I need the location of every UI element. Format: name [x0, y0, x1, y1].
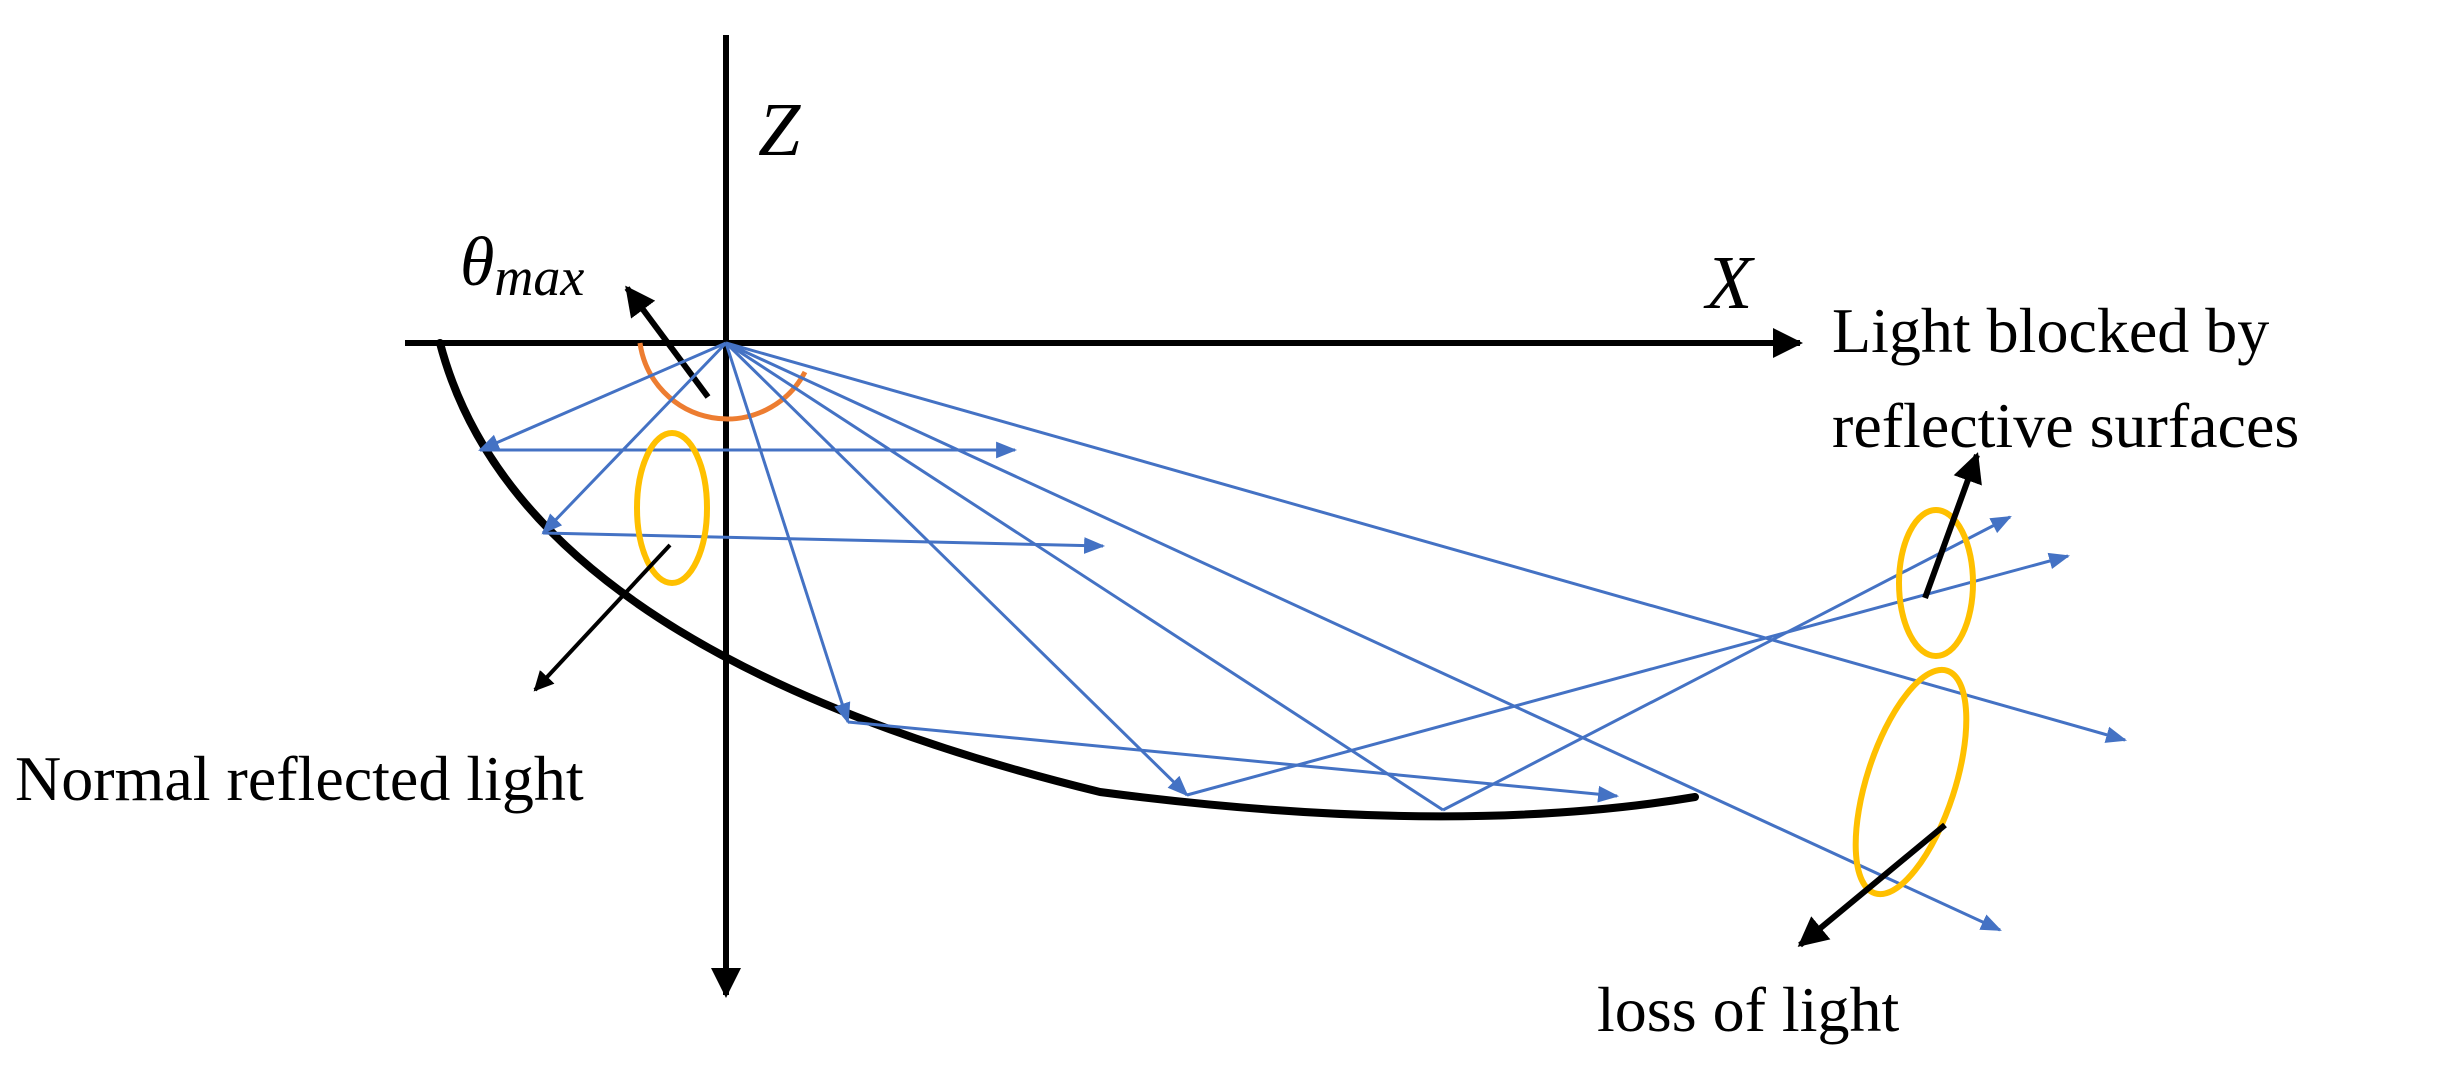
z-axis-label: Z: [758, 88, 801, 172]
reflector-curve: [436, 339, 1699, 821]
ray-incident: [541, 341, 728, 535]
light-rays: [478, 341, 2128, 932]
highlight-normal-reflection: [634, 430, 710, 586]
theta-subscript: max: [494, 247, 584, 307]
ray-incident: [478, 341, 727, 452]
ray-incident: [725, 341, 1444, 812]
ray-escaping: [725, 341, 2128, 743]
ray-incident: [724, 342, 851, 724]
ray-incident: [724, 341, 1189, 797]
x-axis-label: X: [1703, 241, 1755, 325]
blocked-pointer-arrow: [1922, 452, 1982, 600]
blocked-label-line2: reflective surfaces: [1832, 390, 2299, 461]
normal-reflected-label: Normal reflected light: [15, 743, 584, 814]
theta-pointer-arrow: [624, 285, 711, 399]
loss-of-light-label: loss of light: [1597, 974, 1899, 1045]
blocked-label-line1: Light blocked by: [1832, 295, 2269, 366]
ray-reflected: [847, 720, 1620, 803]
normal-pointer-arrow: [533, 543, 672, 692]
ray-escaping: [725, 341, 2002, 932]
ray-reflected: [1442, 515, 2012, 812]
loss-pointer-arrow: [1797, 822, 1947, 948]
highlight-loss-of-light: [1852, 666, 1970, 898]
highlight-blocked-light: [1896, 507, 1976, 659]
angle-arc: [637, 342, 808, 422]
ray-reflected: [1186, 552, 2071, 797]
theta-symbol: θ: [460, 224, 494, 301]
theta-max-label: θmax: [460, 224, 584, 307]
